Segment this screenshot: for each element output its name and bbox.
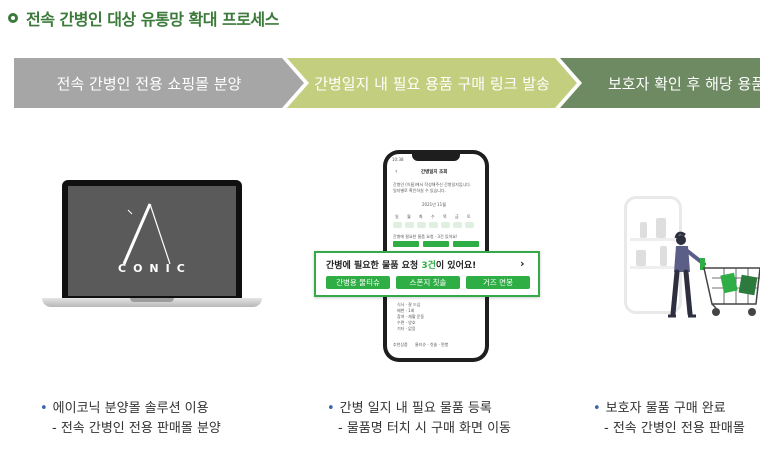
process-step-3: 보호자 확인 후 해당 용품 <box>560 58 760 108</box>
weekday-mon: 월 <box>407 214 411 219</box>
laptop-base <box>42 298 262 307</box>
phone-footer-label: 추천상품 <box>393 342 408 347</box>
phone-list-row: 식사 · 잘 드심 <box>397 302 421 307</box>
mini-product-button[interactable] <box>423 241 449 247</box>
weekday-thu: 목 <box>443 214 447 219</box>
laptop-notch <box>130 298 174 302</box>
phone-list-row: 배변 · 1회 <box>397 308 415 313</box>
phone-status-time: 10:38 <box>392 157 404 162</box>
process-step-3-label: 보호자 확인 후 해당 용품 <box>608 74 760 93</box>
phone-request-label: 간병에 필요한 물품 요청 · 3건 있어요! <box>393 234 458 239</box>
weekday-fri: 금 <box>455 214 459 219</box>
caption-3-sub: - 전속 간병인 전용 판매몰 <box>604 421 745 436</box>
weekday-wed: 수 <box>431 214 435 219</box>
calendar-day[interactable] <box>441 222 450 228</box>
popup-message-count: 3건 <box>421 261 436 271</box>
weekday-sat: 토 <box>467 214 471 219</box>
bottle-shape <box>640 222 647 238</box>
mini-product-button[interactable] <box>453 241 479 247</box>
bottle-shape <box>660 246 667 266</box>
calendar-day[interactable] <box>453 222 462 228</box>
calendar-day[interactable] <box>429 222 438 228</box>
laptop-logo-text: CONIC <box>118 262 192 275</box>
caption-2-main: • 간병 일지 내 필요 물품 등록 <box>327 397 492 416</box>
popup-message: 간병에 필요한 물품 요청 3건이 있어요! <box>326 258 476 271</box>
process-step-2-label: 간병일지 내 필요 용품 구매 링크 발송 <box>314 74 550 93</box>
calendar-day[interactable] <box>417 222 426 228</box>
circle-bullet-icon <box>8 13 18 23</box>
calendar-day[interactable] <box>465 222 474 228</box>
phone-screen-title: 간병일지 조회 <box>421 170 448 175</box>
laptop-display <box>68 186 236 296</box>
caption-1-main: • 에이코닉 분양몰 솔루션 이용 <box>40 397 209 416</box>
caption-1-text: 에이코닉 분양몰 솔루션 이용 <box>52 401 209 416</box>
caption-2-text: 간병 일지 내 필요 물품 등록 <box>339 401 492 416</box>
page-title: 전속 간병인 대상 유통망 확대 프로세스 <box>26 10 279 29</box>
bottle-shape <box>656 218 666 238</box>
calendar-month: 2021년 11월 <box>422 202 446 207</box>
bullet-dot-icon: • <box>593 401 601 416</box>
request-popup-card[interactable] <box>314 251 540 297</box>
aconic-logo-icon <box>122 203 171 265</box>
weekday-tue: 화 <box>419 214 423 219</box>
caption-2-sub: - 물품명 터치 시 구매 화면 이동 <box>338 421 512 436</box>
popup-message-after: 이 있어요! <box>435 261 477 271</box>
phone-list-row: 참여 · 재활 운동 <box>397 314 425 319</box>
chevron-right-icon[interactable]: › <box>520 257 525 270</box>
phone-intro-line1: 간병인 (이름)에서 작성해주신 간병일지입니다. <box>393 182 472 187</box>
page-title-row: 전속 간병인 대상 유통망 확대 프로세스 <box>8 6 279 30</box>
shopper-with-cart-icon <box>668 231 760 318</box>
shelf-line <box>630 266 676 269</box>
process-step-1-label: 전속 간병인 전용 쇼핑몰 분양 <box>56 74 242 93</box>
calendar-day[interactable] <box>405 222 414 228</box>
shelf-line <box>630 238 676 241</box>
phone-notch <box>412 154 460 161</box>
process-step-2: 간병일지 내 필요 용품 구매 링크 발송 <box>287 58 577 108</box>
caption-1-sub: - 전속 간병인 전용 판매몰 분양 <box>52 421 221 436</box>
weekday-sun: 일 <box>395 214 399 219</box>
product-button-gauze-swab[interactable]: 거즈 면봉 <box>466 276 530 289</box>
bullet-dot-icon: • <box>327 401 335 416</box>
phone-list-row: 기타 · 없음 <box>397 326 416 331</box>
caption-3-main: • 보호자 물품 구매 완료 <box>593 397 726 416</box>
caption-3-text: 보호자 물품 구매 완료 <box>605 401 726 416</box>
phone-list-row: 수면 · 양호 <box>397 320 416 325</box>
mini-product-button[interactable] <box>393 241 419 247</box>
bottle-shape <box>636 250 646 266</box>
product-button-wipes[interactable]: 간병용 물티슈 <box>326 276 390 289</box>
product-button-sponge-toothbrush[interactable]: 스폰지 칫솔 <box>396 276 460 289</box>
process-step-1: 전속 간병인 전용 쇼핑몰 분양 <box>14 58 304 108</box>
calendar-day[interactable] <box>393 222 402 228</box>
phone-footer-value: 물티슈 · 칫솔 · 면봉 <box>415 342 449 347</box>
bullet-dot-icon: • <box>40 401 48 416</box>
back-arrow-icon[interactable]: ‹ <box>395 168 398 175</box>
phone-intro-line2: 일자별로 확인하실 수 있습니다. <box>393 188 446 193</box>
popup-message-before: 간병에 필요한 물품 요청 <box>326 261 422 271</box>
